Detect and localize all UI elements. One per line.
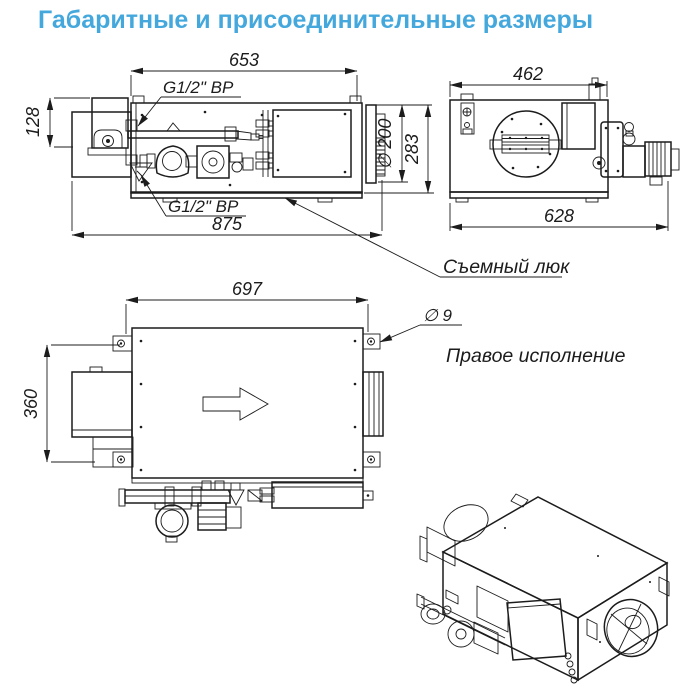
dim-697: 697 [232,279,263,299]
iso-grille-and-clips [504,527,670,684]
dim-128: 128 [23,107,43,137]
removable-hatch-callout: Съемный люк [284,197,570,278]
top-view-drawing: 697 360 ∅ 9 [21,279,462,543]
iso-fan-scroll [443,504,489,542]
water-piping-assembly [125,119,274,182]
dim-628: 628 [544,206,574,226]
dim-462: 462 [513,64,543,84]
label-orientation: Правое исполнение [446,345,626,367]
label-hole-9: ∅ 9 [423,306,453,325]
iso-front-panel [506,598,567,661]
hole-callout: ∅ 9 [379,306,462,343]
dim-653: 653 [229,50,259,70]
label-g12-bottom: G1/2" ВР [168,197,239,216]
iso-round-duct [603,598,659,658]
top-view-dimensions: 697 360 [21,279,369,463]
bottom-piping [118,477,374,543]
mounting-brackets [112,333,381,468]
iso-left-face [442,550,579,682]
side-pump-assembly [561,102,680,186]
page-title: Габаритные и присоединительные размеры [38,6,594,34]
dim-875: 875 [212,214,243,234]
inlet-box [71,366,134,468]
iso-pump-cluster [416,589,506,655]
end-view-dimensions: 462 628 [449,64,669,231]
airflow-arrow [202,387,269,421]
screw-dots [139,339,357,472]
pump-symbol [155,504,189,538]
round-damper-opening [489,110,562,178]
dim-283: 283 [402,134,422,165]
outlet-flange [362,371,384,437]
side-view-dimensions: 653 128 ∅ 200 283 875 [23,50,434,239]
intake-damper-motor [71,97,132,178]
end-view-drawing: 462 628 [449,64,680,231]
label-removable-hatch: Съемный люк [443,256,570,278]
screw-dots [140,110,347,187]
electrical-box [271,481,364,509]
isometric-view-drawing [416,493,670,684]
iso-right-face [577,561,668,682]
label-g12-top: G1/2" ВР [163,78,234,97]
pipe-thread-labels: G1/2" ВР G1/2" ВР [137,78,246,217]
mounting-bracket [460,102,475,135]
dim-360: 360 [21,389,41,419]
three-way-valve-symbol [155,145,190,178]
circulation-pump-symbol [196,145,230,179]
side-view-drawing: 653 128 ∅ 200 283 875 G1/2" ВР [23,50,434,239]
dim-duct-200: ∅ 200 [375,119,395,170]
